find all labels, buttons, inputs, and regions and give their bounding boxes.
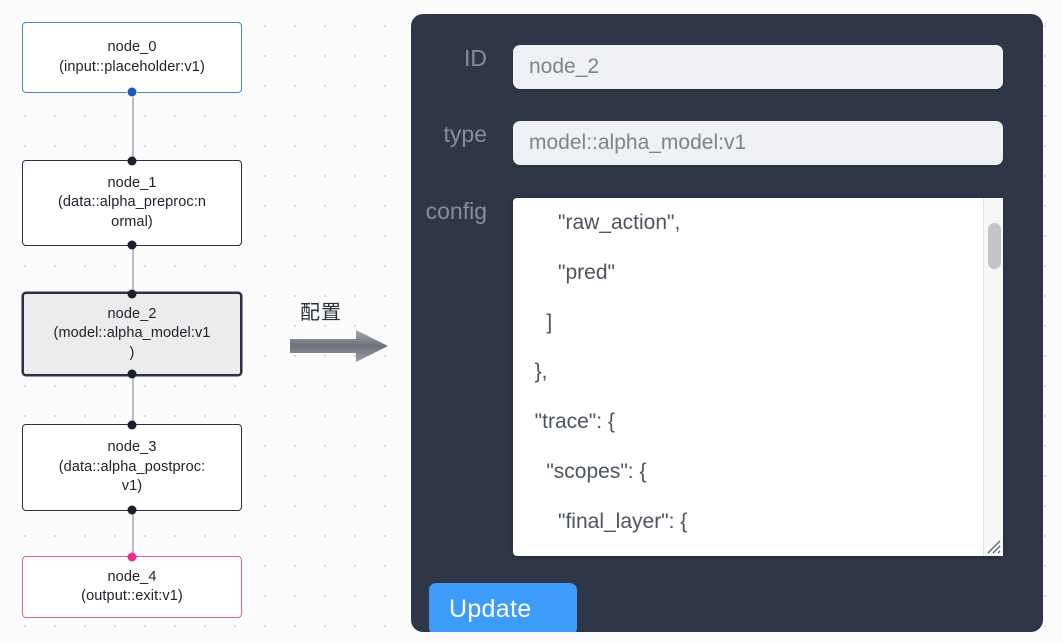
config-field-label: config [425,198,487,224]
flow-node-label: node_3 (data::alpha_postproc: v1) [58,439,206,495]
handle-source-node_0[interactable] [127,87,137,97]
type-input[interactable] [513,121,1003,165]
field-row-type: type [411,121,1003,165]
handle-source-node_2[interactable] [127,369,137,379]
flow-node-label: node_0 (input::placeholder:v1) [59,39,205,75]
field-row-config: config "raw_action", "pred" ] }, "trace"… [411,198,1003,556]
flow-node-node_3[interactable]: node_3 (data::alpha_postproc: v1) [22,420,242,515]
config-textarea[interactable]: "raw_action", "pred" ] }, "trace": { "sc… [513,198,1003,556]
config-textarea-wrapper: "raw_action", "pred" ] }, "trace": { "sc… [513,198,1003,556]
transition-caption: 配置 [300,300,342,324]
handle-target-node_2[interactable] [127,289,137,299]
handle-source-node_1[interactable] [127,240,137,250]
flow-node-node_2[interactable]: node_2 (model::alpha_model:v1 ) [22,289,242,379]
id-input[interactable] [513,45,1003,89]
right-arrow-icon [290,329,390,368]
config-scrollbar[interactable] [983,198,1003,556]
flow-node-label: node_2 (model::alpha_model:v1 ) [53,305,211,361]
config-scrollbar-thumb[interactable] [988,223,1001,269]
flow-node-node_0[interactable]: node_0 (input::placeholder:v1) [22,22,242,97]
resize-grip-icon[interactable] [984,537,1002,555]
edge-node0-node1 [131,90,134,160]
node-config-panel: ID type config "raw_action", "pred" ] },… [411,14,1043,632]
edge-node1-node2 [131,245,134,295]
transition-annotation: 配置 [288,296,398,366]
update-button[interactable]: Update [429,583,577,632]
flow-node-node_4[interactable]: node_4 (output::exit:v1) [22,552,242,618]
flow-node-label: node_4 (output::exit:v1) [81,568,183,605]
flow-node-label: node_1 (data::alpha_preproc:n ormal) [57,174,207,230]
type-field-label: type [443,121,487,147]
edge-node2-node3 [131,375,134,425]
handle-target-node_3[interactable] [127,420,137,430]
handle-target-node_1[interactable] [127,156,137,166]
flow-node-node_1[interactable]: node_1 (data::alpha_preproc:n ormal) [22,156,242,250]
handle-source-node_3[interactable] [127,505,137,515]
flow-canvas[interactable]: node_0 (input::placeholder:v1) node_1 (d… [0,0,290,643]
id-field-label: ID [464,45,487,71]
edge-node3-node4 [131,510,134,556]
field-row-id: ID [411,45,1003,89]
handle-target-node_4[interactable] [127,552,137,562]
